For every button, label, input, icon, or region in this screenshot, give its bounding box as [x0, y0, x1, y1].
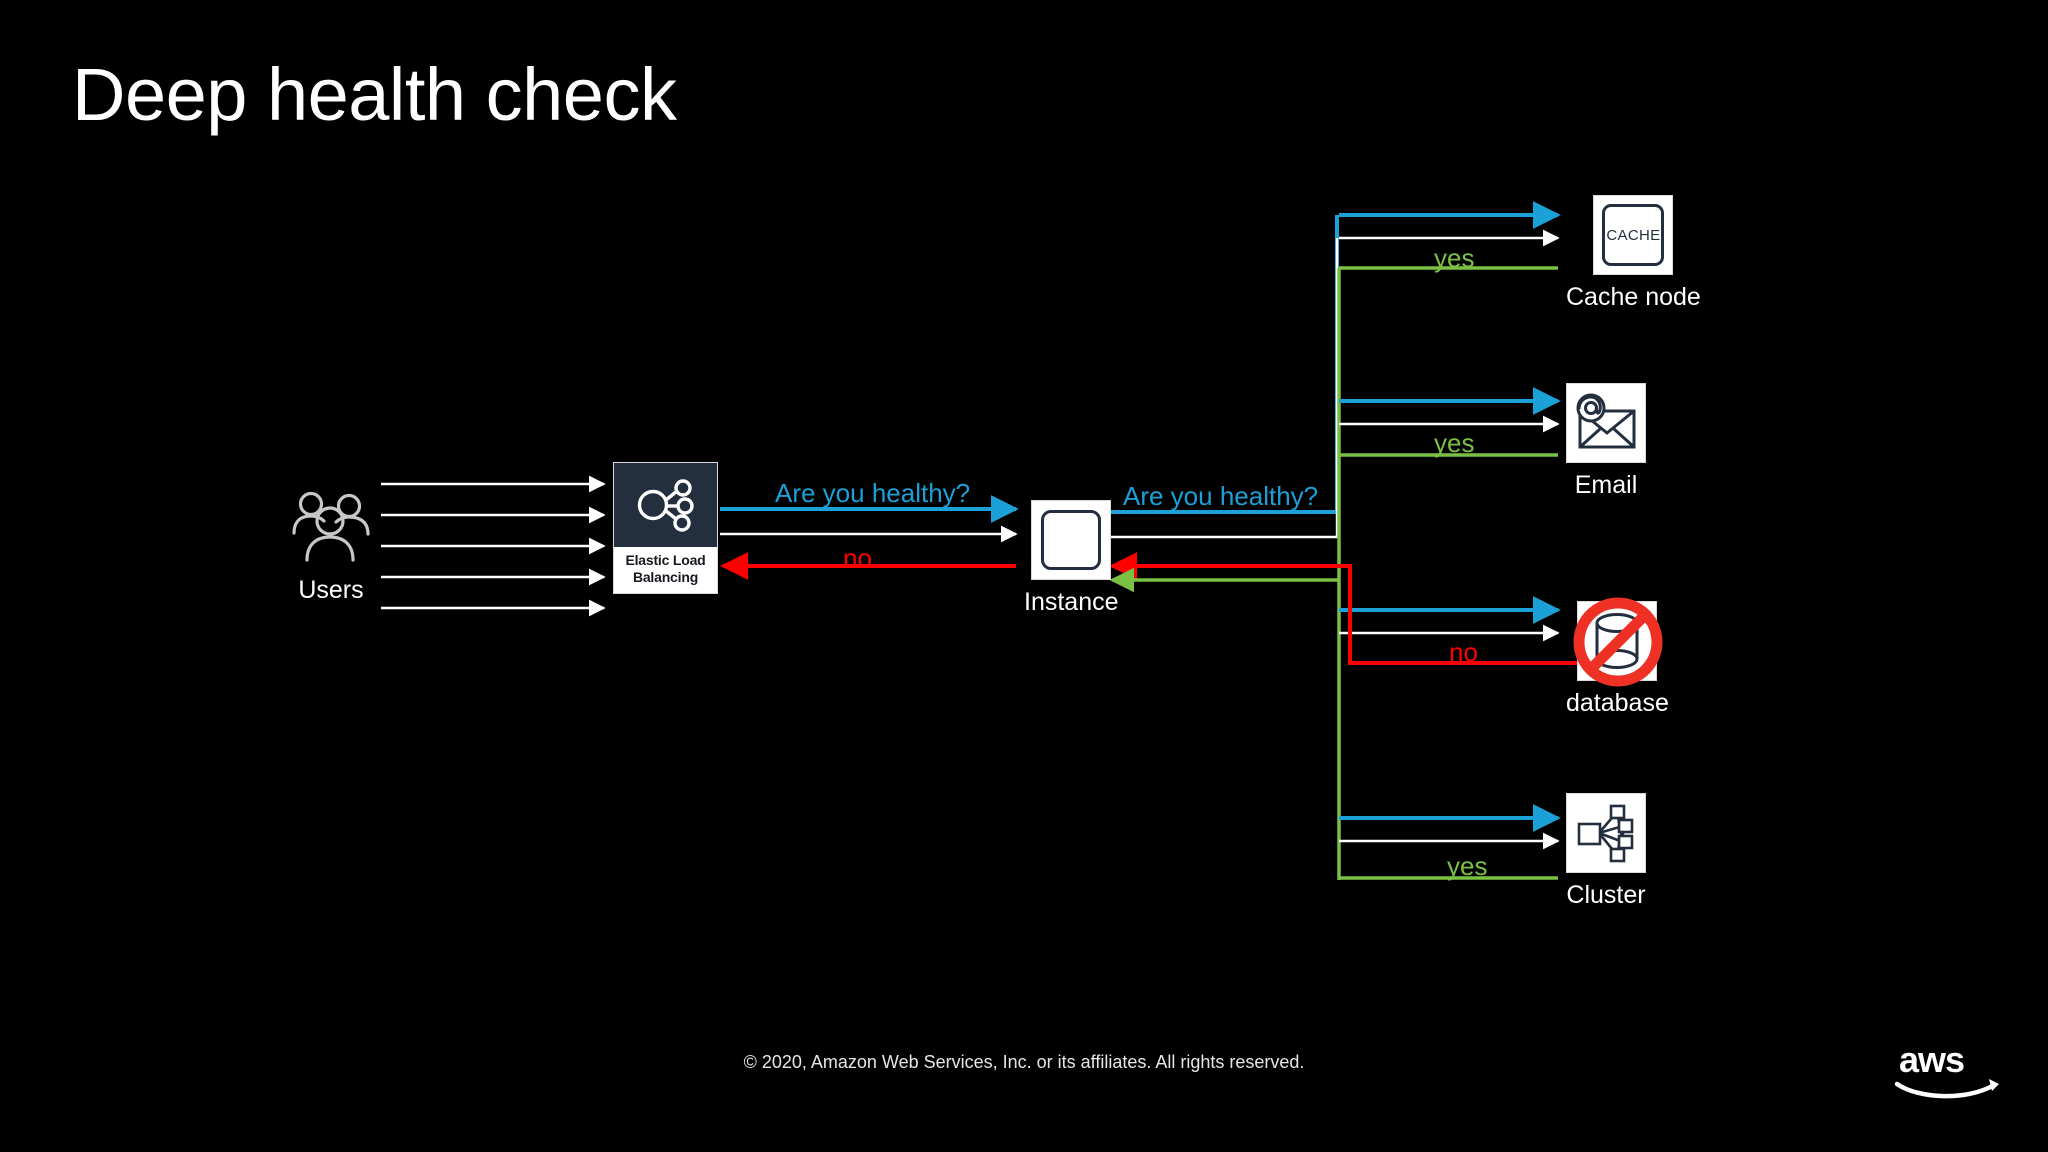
aws-logo: aws: [1894, 1039, 1999, 1099]
node-label-users: Users: [298, 576, 364, 604]
node-users[interactable]: Users: [288, 488, 374, 605]
edge-label-email-answer: yes: [1434, 428, 1475, 458]
cluster-icon: [1566, 793, 1646, 873]
node-label-cache: Cache node: [1566, 283, 1701, 311]
users-icon: [292, 491, 370, 562]
users-to-elb-arrows: [381, 475, 606, 617]
instance-icon: [1031, 500, 1112, 580]
node-elastic-load-balancing[interactable]: Elastic Load Balancing: [613, 462, 718, 595]
elastic-load-balancing-icon: [614, 463, 717, 547]
node-cache[interactable]: CACHE Cache node: [1566, 195, 1701, 312]
edge-label-cache-answer: yes: [1434, 243, 1475, 273]
database-icon: [1573, 597, 1663, 687]
edge-label-elb-answer: no: [843, 543, 872, 573]
edge-label-elb-query: Are you healthy?: [775, 478, 971, 508]
node-instance[interactable]: Instance: [1024, 500, 1119, 617]
node-email[interactable]: Email: [1566, 383, 1646, 500]
node-database[interactable]: database: [1566, 597, 1669, 718]
elb-caption-line-1: Elastic Load: [625, 552, 706, 568]
svg-text:aws: aws: [1899, 1039, 1964, 1080]
instance-traffic-trunk: [1108, 238, 1339, 539]
elb-caption-line-2: Balancing: [632, 569, 699, 586]
page-title: Deep health check: [72, 53, 677, 136]
copyright-notice: © 2020, Amazon Web Services, Inc. or its…: [743, 1052, 1305, 1072]
node-label-email: Email: [1574, 471, 1638, 499]
elastic-load-balancing-caption: Elastic Load Balancing: [614, 547, 717, 594]
email-icon: [1566, 383, 1646, 463]
unhealthy-line-database: [1109, 552, 1592, 665]
node-label-instance: Instance: [1024, 588, 1119, 616]
edge-label-database-answer: no: [1449, 637, 1478, 667]
cache-icon: CACHE: [1593, 195, 1674, 275]
node-cluster[interactable]: Cluster: [1566, 793, 1646, 910]
instance-query-trunk: [1108, 215, 1339, 514]
edge-label-cluster-answer: yes: [1447, 851, 1488, 881]
cache-glyph-text: CACHE: [1602, 204, 1665, 266]
node-label-database: database: [1566, 689, 1669, 717]
node-label-cluster: Cluster: [1566, 881, 1646, 909]
edge-label-services-query: Are you healthy?: [1123, 481, 1319, 511]
